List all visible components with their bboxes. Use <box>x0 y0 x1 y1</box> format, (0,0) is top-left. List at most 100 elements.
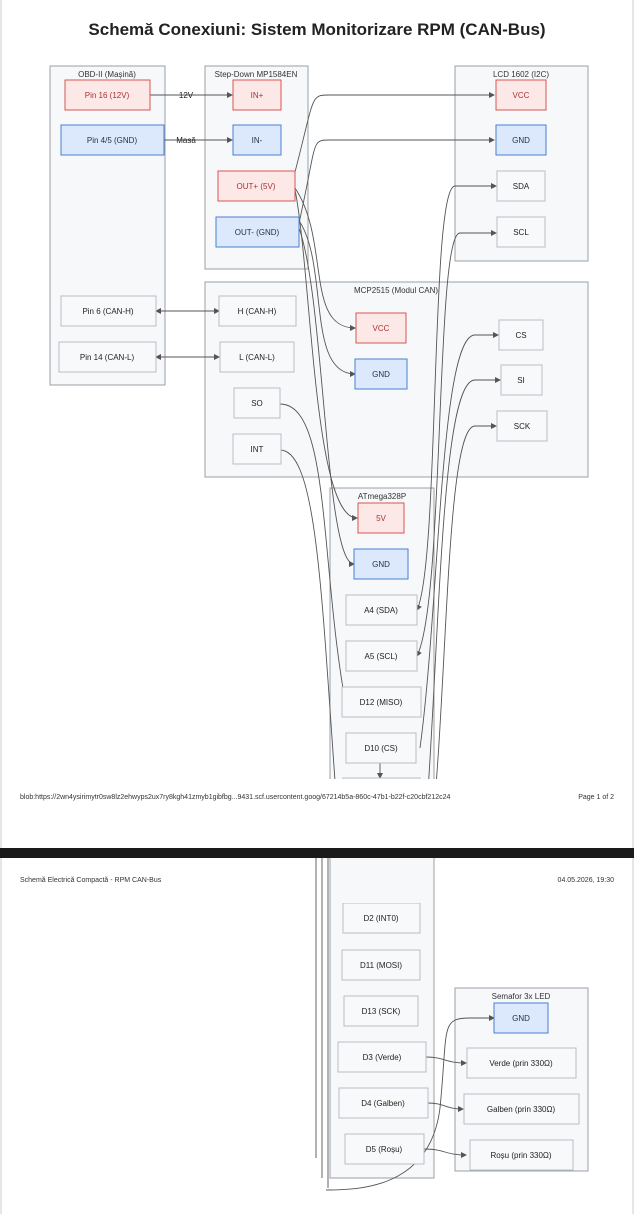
node-sem-galben: Galben (prin 330Ω) <box>463 1093 580 1125</box>
svg-text:Pin 14 (CAN-L): Pin 14 (CAN-L) <box>80 353 135 362</box>
node-at-5v: 5V <box>357 502 405 534</box>
node-at-a4: A4 (SDA) <box>345 594 418 626</box>
node-sem-verde: Verde (prin 330Ω) <box>466 1047 577 1079</box>
svg-text:Pin 4/5 (GND): Pin 4/5 (GND) <box>87 136 138 145</box>
node-sem-rosu: Roșu (prin 330Ω) <box>469 1139 574 1171</box>
svg-text:IN+: IN+ <box>251 91 264 100</box>
svg-text:GND: GND <box>372 560 390 569</box>
node-sd-in-minus: IN- <box>232 124 282 156</box>
svg-text:Roșu (prin 330Ω): Roșu (prin 330Ω) <box>490 1151 551 1160</box>
svg-text:L (CAN-L): L (CAN-L) <box>239 353 275 362</box>
group-label: MCP2515 (Modul CAN) <box>354 286 438 295</box>
node-mcp-h: H (CAN-H) <box>218 295 297 327</box>
page-edge <box>632 0 634 848</box>
wiring-diagram-part-2: Semafor 3x LED D2 (INT0) D11 (MOSI) D13 … <box>315 858 589 1191</box>
footer-url: blob:https://2wn4ysirimytr0sw8lz2ehwyps2… <box>20 794 451 801</box>
node-mcp-cs: CS <box>498 319 544 351</box>
header-timestamp: 04.05.2026, 19:30 <box>557 877 614 884</box>
node-at-d2: D2 (INT0) <box>342 902 421 934</box>
svg-text:D12 (MISO): D12 (MISO) <box>360 698 403 707</box>
svg-text:SDA: SDA <box>513 182 530 191</box>
node-obd-pin45: Pin 4/5 (GND) <box>60 124 165 156</box>
wire-label-masa: Masă <box>176 136 196 145</box>
svg-text:IN-: IN- <box>252 136 263 145</box>
svg-text:D11 (MOSI): D11 (MOSI) <box>360 961 402 970</box>
svg-text:Pin 6 (CAN-H): Pin 6 (CAN-H) <box>82 307 133 316</box>
node-at-d3: D3 (Verde) <box>337 1041 427 1073</box>
wire-sck <box>429 423 497 848</box>
page-1: Schemă Conexiuni: Sistem Monitorizare RP… <box>0 0 634 848</box>
wire-d4-galben <box>427 1102 464 1112</box>
wire-cs <box>419 332 499 749</box>
node-at-d4: D4 (Galben) <box>338 1087 429 1119</box>
svg-text:SO: SO <box>251 399 263 408</box>
node-at-d5: D5 (Roșu) <box>344 1133 425 1165</box>
node-sd-out-plus: OUT+ (5V) <box>217 170 296 202</box>
node-at-gnd: GND <box>353 548 409 580</box>
header-document-title: Schemă Electrică Compactă - RPM CAN-Bus <box>20 877 162 884</box>
node-obd-pin16: Pin 16 (12V) <box>64 79 151 111</box>
group-label: Step-Down MP1584EN <box>215 70 298 79</box>
diagram-title: Schemă Conexiuni: Sistem Monitorizare RP… <box>88 20 546 39</box>
wire-gnd-lcd <box>296 137 495 233</box>
node-at-a5: A5 (SCL) <box>345 640 418 672</box>
wire-5v-atmega <box>292 179 358 521</box>
wire-si <box>423 377 501 848</box>
node-sd-out-minus: OUT- (GND) <box>215 216 300 248</box>
svg-text:INT: INT <box>251 445 264 454</box>
group-obd: OBD-II (Mașină) <box>49 65 166 386</box>
node-lcd-gnd: GND <box>495 124 547 156</box>
wire-d5-rosu <box>423 1148 467 1158</box>
node-mcp-int: INT <box>232 433 282 465</box>
svg-text:CS: CS <box>515 331 526 340</box>
node-lcd-vcc: VCC <box>495 79 547 111</box>
svg-text:D10 (CS): D10 (CS) <box>364 744 398 753</box>
wire-gnd-mcp <box>296 217 356 377</box>
svg-text:OUT+ (5V): OUT+ (5V) <box>237 182 276 191</box>
wire-gnd-atmega <box>298 227 355 567</box>
wires: 12V Masă <box>150 91 501 848</box>
page-2: Schemă Electrică Compactă - RPM CAN-Bus … <box>0 858 634 1214</box>
node-sd-in-plus: IN+ <box>232 79 282 111</box>
page-edge <box>0 858 2 1214</box>
svg-text:OUT- (GND): OUT- (GND) <box>235 228 280 237</box>
svg-text:GND: GND <box>512 136 530 145</box>
node-sem-gnd: GND <box>493 1002 549 1034</box>
node-at-d13: D13 (SCK) <box>343 995 419 1027</box>
group-label: LCD 1602 (I2C) <box>493 70 549 79</box>
svg-text:5V: 5V <box>376 514 386 523</box>
svg-text:SI: SI <box>517 376 525 385</box>
node-at-d11: D11 (MOSI) <box>341 949 421 981</box>
group-label: Semafor 3x LED <box>492 992 551 1001</box>
svg-text:D13 (SCK): D13 (SCK) <box>362 1007 401 1016</box>
node-obd-pin14: Pin 14 (CAN-L) <box>58 341 157 373</box>
page-edge <box>0 0 2 848</box>
wire-int <box>279 449 341 848</box>
node-at-d10: D10 (CS) <box>345 732 417 764</box>
svg-text:H (CAN-H): H (CAN-H) <box>238 307 277 316</box>
wire-d3-verde <box>425 1056 467 1066</box>
svg-text:Verde (prin 330Ω): Verde (prin 330Ω) <box>489 1059 553 1068</box>
node-mcp-vcc: VCC <box>355 312 407 344</box>
wire-5v-mcp <box>294 187 356 331</box>
svg-text:D3 (Verde): D3 (Verde) <box>363 1053 402 1062</box>
svg-text:A4 (SDA): A4 (SDA) <box>364 606 398 615</box>
svg-text:SCL: SCL <box>513 228 529 237</box>
group-label: OBD-II (Mașină) <box>78 70 136 79</box>
node-mcp-so: SO <box>233 387 281 419</box>
svg-text:VCC: VCC <box>513 91 530 100</box>
svg-text:VCC: VCC <box>373 324 390 333</box>
node-lcd-scl: SCL <box>496 216 546 248</box>
group-label: ATmega328P <box>358 492 406 501</box>
svg-text:D2 (INT0): D2 (INT0) <box>363 914 398 923</box>
node-mcp-si: SI <box>500 364 543 396</box>
page-edge <box>632 858 634 1214</box>
node-lcd-sda: SDA <box>496 170 546 202</box>
svg-text:SCK: SCK <box>514 422 531 431</box>
wire-label-12v: 12V <box>179 91 194 100</box>
svg-text:GND: GND <box>512 1014 530 1023</box>
svg-text:Galben (prin 330Ω): Galben (prin 330Ω) <box>487 1105 556 1114</box>
node-mcp-sck: SCK <box>496 410 548 442</box>
page-separator <box>0 848 634 858</box>
wires-part-2 <box>315 858 495 1191</box>
